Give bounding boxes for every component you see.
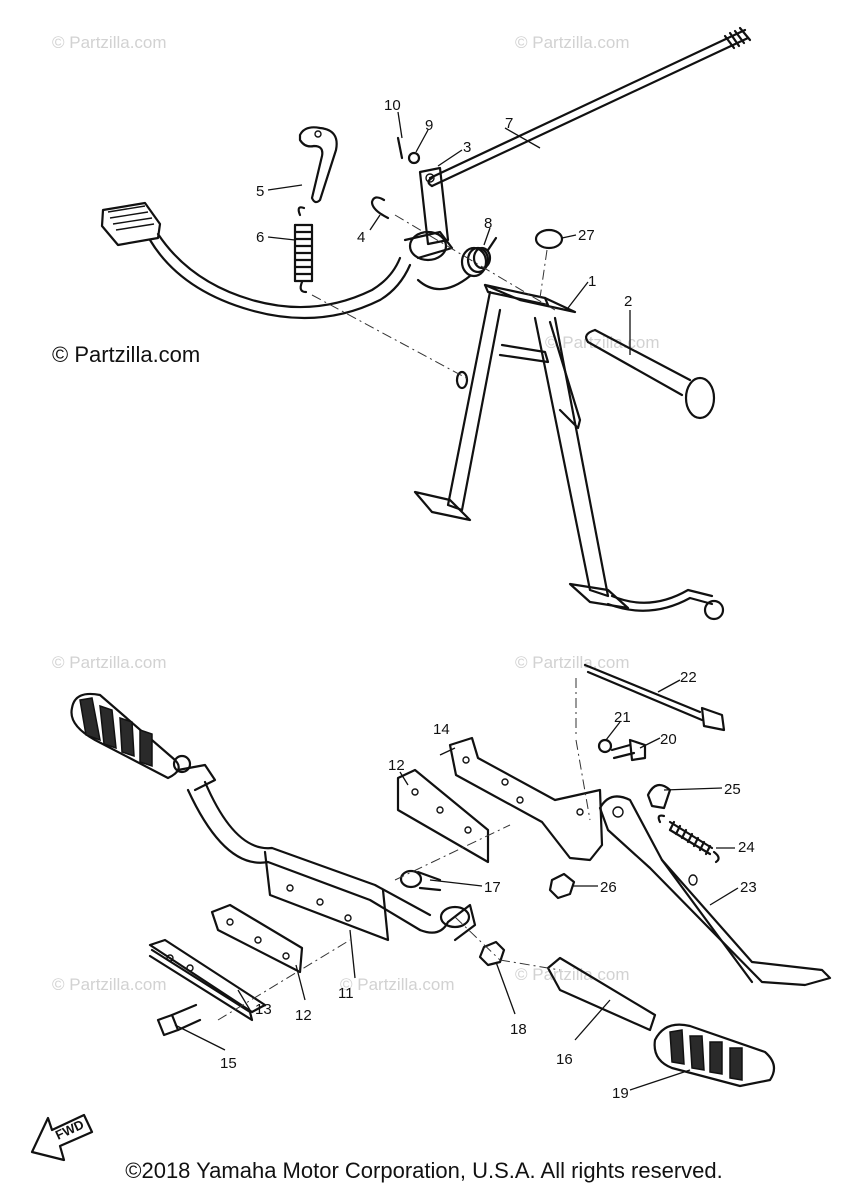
- footrest-plate: [546, 956, 657, 1032]
- callout-27: 27: [578, 227, 595, 244]
- footrest-rubber-left: [70, 692, 192, 780]
- watermark: © Partzilla.com: [52, 653, 167, 672]
- long-bolt: [583, 663, 726, 732]
- callout-22: 22: [680, 669, 697, 686]
- callout-12: 12: [295, 1007, 312, 1024]
- bolt-center: [399, 869, 442, 892]
- callout-6: 6: [256, 229, 264, 246]
- callout-10: 10: [384, 97, 401, 114]
- center-stand: [413, 283, 725, 621]
- callout-4: 4: [357, 229, 365, 246]
- cap: [534, 228, 564, 250]
- watermark: © Partzilla.com: [515, 965, 630, 984]
- watermark: © Partzilla.com: [545, 333, 660, 352]
- side-stand-bracket: [448, 736, 604, 862]
- callout-26: 26: [600, 879, 617, 896]
- pivot-shaft: [585, 328, 716, 420]
- callout-5: 5: [256, 183, 264, 200]
- bolt-right: [610, 738, 647, 762]
- nut: [478, 940, 506, 967]
- callout-7: 7: [505, 115, 513, 132]
- washer: [407, 151, 421, 165]
- cotter-pin: [396, 136, 404, 160]
- circlip: [370, 196, 390, 220]
- callout-18: 18: [510, 1021, 527, 1038]
- callout-24: 24: [738, 839, 755, 856]
- callout-13: 13: [255, 1001, 272, 1018]
- washer-small: [597, 738, 613, 754]
- brake-pedal: [100, 201, 454, 320]
- callout-19: 19: [612, 1085, 629, 1102]
- watermark: © Partzilla.com: [52, 33, 167, 52]
- torsion-spring: [416, 236, 498, 291]
- callout-14: 14: [433, 721, 450, 738]
- side-stand-spring: [657, 814, 720, 864]
- callout-1: 1: [588, 273, 596, 290]
- callout-15: 15: [220, 1055, 237, 1072]
- callout-8: 8: [484, 215, 492, 232]
- callout-11: 11: [338, 985, 354, 1002]
- watermark: © Partzilla.com: [52, 342, 200, 367]
- pedal-bracket: [298, 126, 338, 204]
- bolt-left: [156, 1003, 202, 1037]
- leader-lines: [174, 111, 739, 1091]
- callout-23: 23: [740, 879, 757, 896]
- callout-3: 3: [463, 139, 471, 156]
- plate-right: [396, 768, 490, 864]
- return-spring: [293, 206, 314, 294]
- footrest-bar: [176, 763, 477, 942]
- fwd-label: FWD: [53, 1117, 86, 1143]
- plate-left: [210, 903, 304, 974]
- callout-17: 17: [484, 879, 501, 896]
- lock-nut: [548, 872, 576, 900]
- pivot-bolt: [646, 783, 672, 810]
- callout-20: 20: [660, 731, 677, 748]
- callout-21: 21: [614, 709, 631, 726]
- watermark: © Partzilla.com: [515, 653, 630, 672]
- footrest-rubber-right: [653, 1023, 776, 1088]
- brake-arm: [418, 166, 450, 246]
- side-stand: [598, 795, 832, 987]
- callout-16: 16: [556, 1051, 573, 1068]
- channel-bracket: [148, 938, 267, 1022]
- copyright-notice: ©2018 Yamaha Motor Corporation, U.S.A. A…: [125, 1158, 723, 1183]
- watermark: © Partzilla.com: [340, 975, 455, 994]
- forward-arrow-icon: FWD: [30, 1113, 94, 1162]
- callout-25: 25: [724, 781, 741, 798]
- callout-12: 12: [388, 757, 405, 774]
- callout-2: 2: [624, 293, 632, 310]
- watermark: © Partzilla.com: [515, 33, 630, 52]
- watermark: © Partzilla.com: [52, 975, 167, 994]
- callout-9: 9: [425, 117, 433, 134]
